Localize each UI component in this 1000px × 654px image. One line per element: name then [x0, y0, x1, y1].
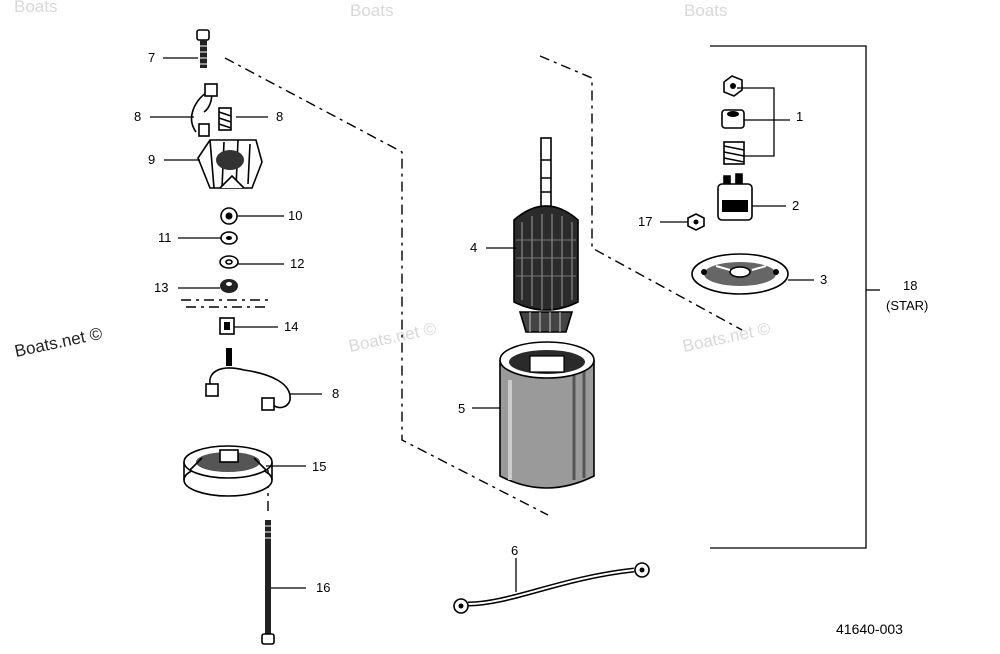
callout-6: 6 [511, 543, 518, 558]
callout-2: 2 [792, 198, 799, 213]
lower-brush-lead-icon [205, 348, 291, 411]
callout-12: 12 [290, 256, 304, 271]
callout-8-upper-left: 8 [134, 109, 141, 124]
brush-spring-icon [218, 107, 232, 131]
assembly-guide-left [224, 57, 549, 516]
group-sublabel-star: (STAR) [886, 298, 928, 313]
screw-icon [196, 29, 210, 68]
callout-3: 3 [820, 272, 827, 287]
callout-15: 15 [312, 459, 326, 474]
brush-holder-icon [197, 139, 263, 189]
nut-17-icon [687, 213, 705, 231]
end-cap-icon [183, 445, 273, 497]
cable-icon [453, 562, 650, 614]
drive-pinion-icon [717, 173, 753, 221]
callout-11: 11 [158, 230, 172, 245]
callout-9: 9 [148, 152, 155, 167]
group-bracket-18 [710, 45, 867, 549]
field-frame-icon [499, 341, 595, 489]
group-label-18: 18 [903, 278, 917, 293]
through-bolt-icon [261, 520, 275, 645]
callout-13: 13 [154, 280, 168, 295]
watermark-top-middle: Boats [350, 1, 393, 20]
watermark-center: Boats.net © [347, 319, 439, 356]
callout-1: 1 [796, 109, 803, 124]
callout-8-upper-right: 8 [276, 109, 283, 124]
lock-washer-icon [220, 231, 238, 245]
hex-nut-icon [723, 75, 743, 97]
callout-17: 17 [638, 214, 652, 229]
spring-icon [723, 141, 745, 165]
callout-14: 14 [284, 319, 298, 334]
callout-8-lower: 8 [332, 386, 339, 401]
terminal-insulator-icon [219, 317, 235, 335]
callout-7: 7 [148, 50, 155, 65]
callout-5: 5 [458, 401, 465, 416]
callout-10: 10 [288, 208, 302, 223]
assembly-guide-right [539, 55, 743, 331]
spacer-icon [721, 109, 745, 129]
watermark-left: Boats.net © [13, 324, 105, 361]
nut-icon [220, 207, 238, 225]
watermark-top-right: Boats [684, 1, 727, 20]
armature-icon [513, 137, 579, 333]
leader-1-bracket [737, 87, 775, 157]
mounting-bracket-icon [691, 253, 789, 295]
washer-icon [219, 255, 239, 269]
callout-16: 16 [316, 580, 330, 595]
watermark-right: Boats.net © [681, 319, 773, 356]
watermark-top-left: Boats [14, 0, 57, 16]
drawing-number: 41640-003 [836, 621, 903, 637]
insulator-icon [220, 279, 238, 293]
callout-4: 4 [470, 240, 477, 255]
brush-lead-icon [190, 83, 218, 137]
